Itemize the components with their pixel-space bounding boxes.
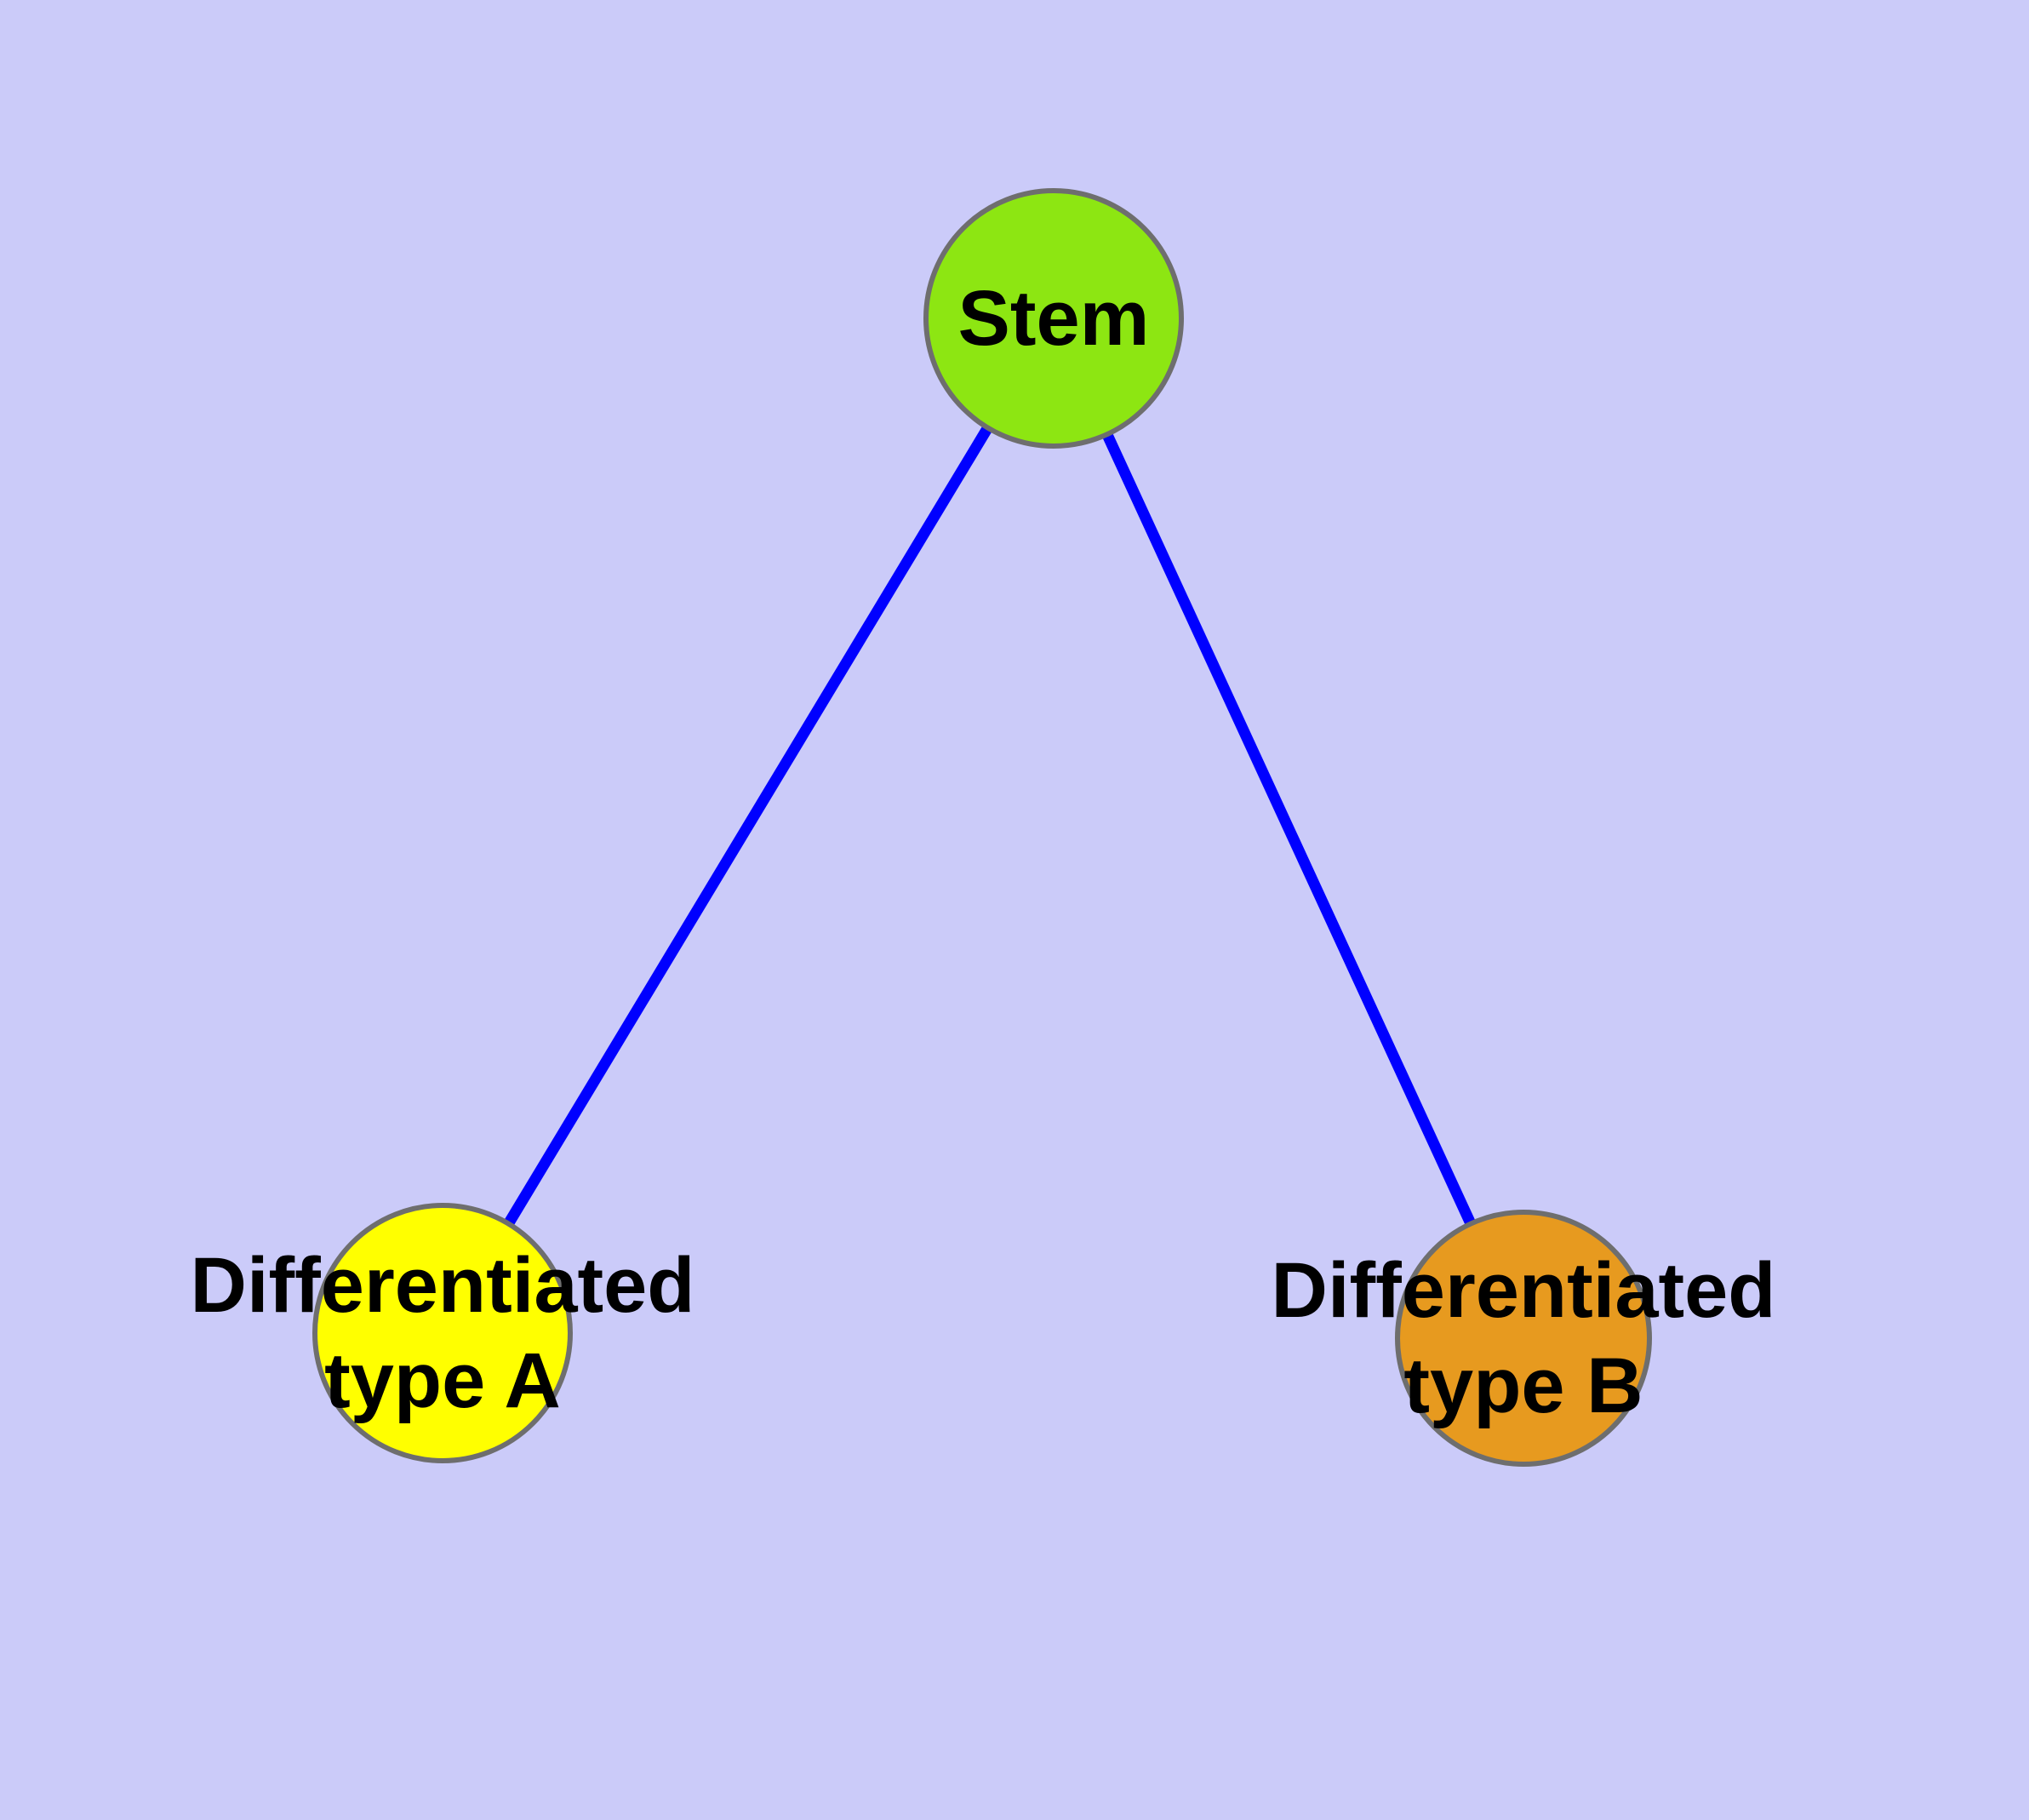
- node-differentiated-type-b: [1395, 1210, 1652, 1467]
- node-differentiated-type-a: [312, 1203, 573, 1463]
- node-type-b-label-line2: type B: [1403, 1342, 1643, 1429]
- node-stem-label: Stem: [958, 275, 1150, 362]
- edge-stem-to-type-a: [437, 315, 1059, 1336]
- node-type-a-label-line1: Differentiated: [191, 1242, 695, 1329]
- edge-stem-to-type-b: [1049, 316, 1529, 1341]
- node-stem: [923, 188, 1184, 449]
- node-type-a-label-line2: type A: [324, 1337, 561, 1424]
- node-type-b-label-line1: Differentiated: [1272, 1247, 1776, 1334]
